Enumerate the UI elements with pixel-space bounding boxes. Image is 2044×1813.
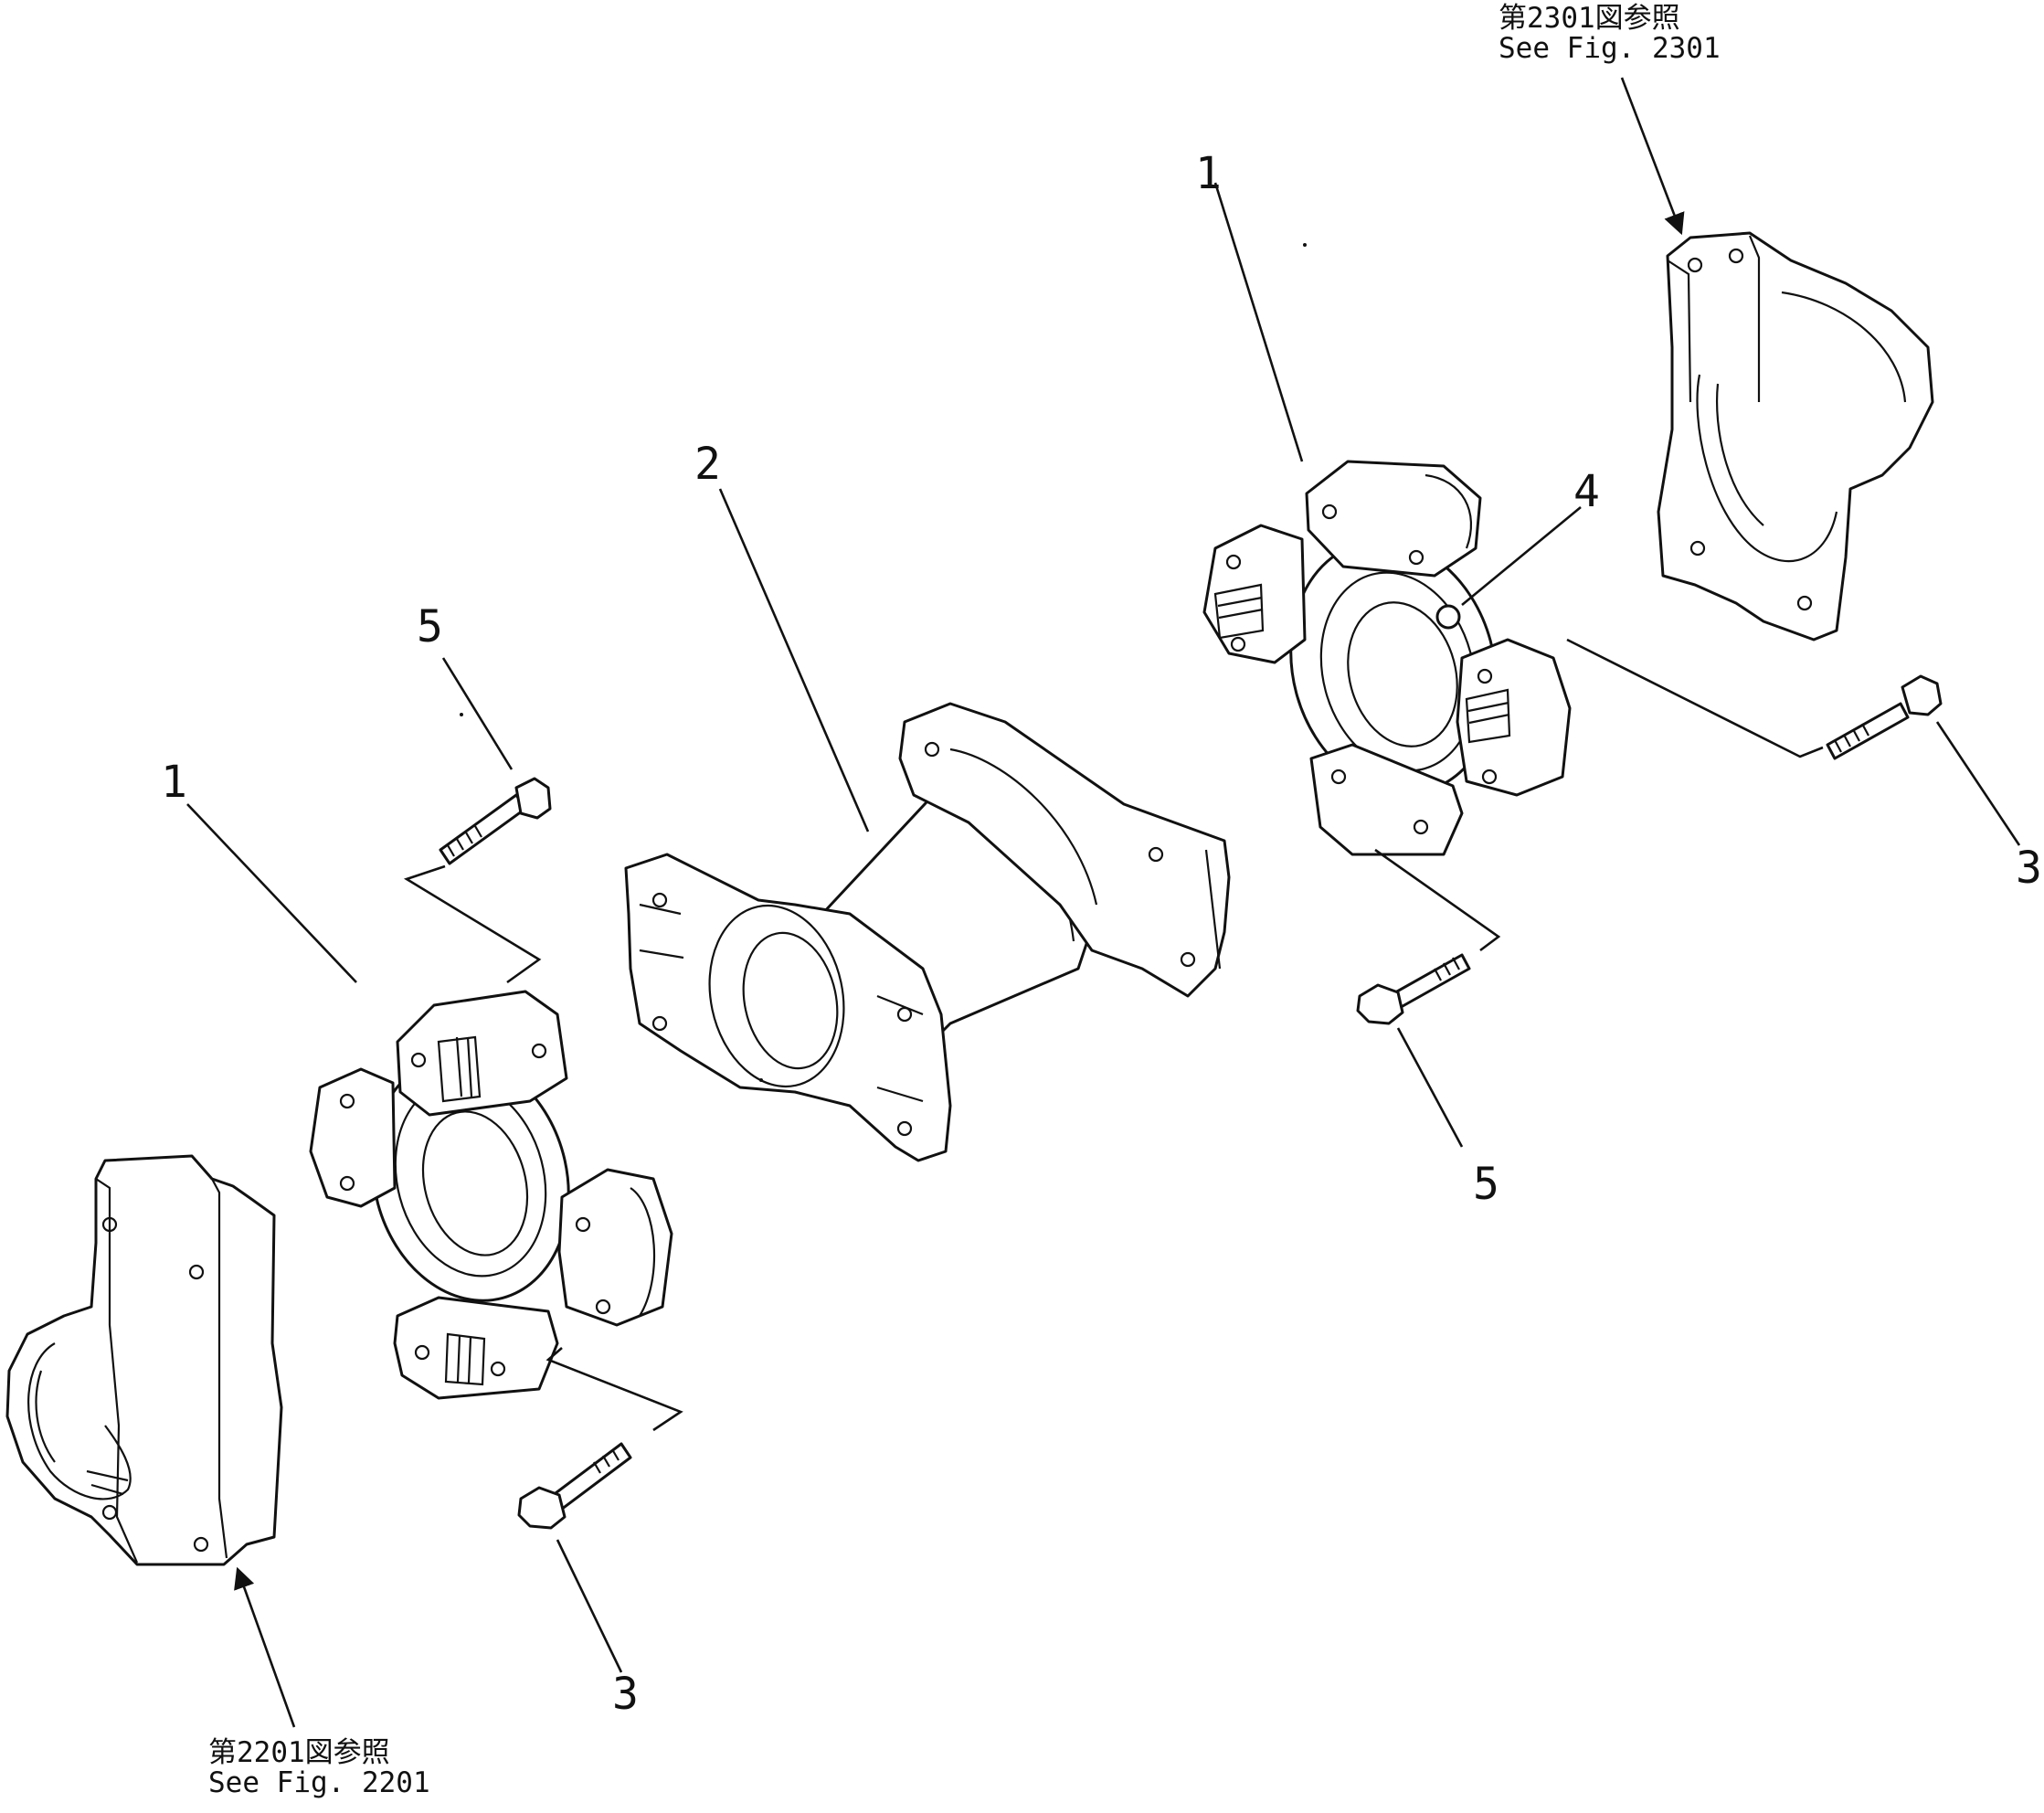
reference-note-bottom: 第2201図参照 See Fig. 2201	[208, 1736, 430, 1800]
callout-1-left: 1	[161, 757, 187, 808]
bolt-right-upper	[1826, 674, 1943, 760]
callout-1-right: 1	[1195, 148, 1222, 199]
bolt-left-lower	[517, 1442, 632, 1530]
housing-right-fig2301	[1657, 231, 1934, 641]
housing-left-fig2201	[5, 1154, 283, 1566]
center-shaft	[624, 702, 1231, 1162]
callout-3-right: 3	[2016, 843, 2042, 894]
callout-4: 4	[1573, 466, 1600, 517]
callout-3-left: 3	[612, 1669, 639, 1720]
bolt-left-upper	[439, 777, 552, 865]
callout-5-right: 5	[1473, 1159, 1499, 1210]
reference-bottom-en: See Fig. 2201	[208, 1766, 430, 1800]
coupling-spider-right	[1202, 460, 1572, 856]
coupling-spider-left	[309, 990, 673, 1400]
bolt-right-lower	[1356, 953, 1471, 1025]
reference-bottom-jp: 第2201図参照	[208, 1736, 390, 1769]
callout-5-left: 5	[417, 601, 443, 652]
reference-top-jp: 第2301図参照	[1499, 2, 1680, 35]
reference-note-top: 第2301図参照 See Fig. 2301	[1499, 2, 1721, 66]
callout-2: 2	[694, 439, 721, 490]
reference-top-en: See Fig. 2301	[1499, 32, 1721, 66]
leader-lines	[186, 77, 2021, 1728]
